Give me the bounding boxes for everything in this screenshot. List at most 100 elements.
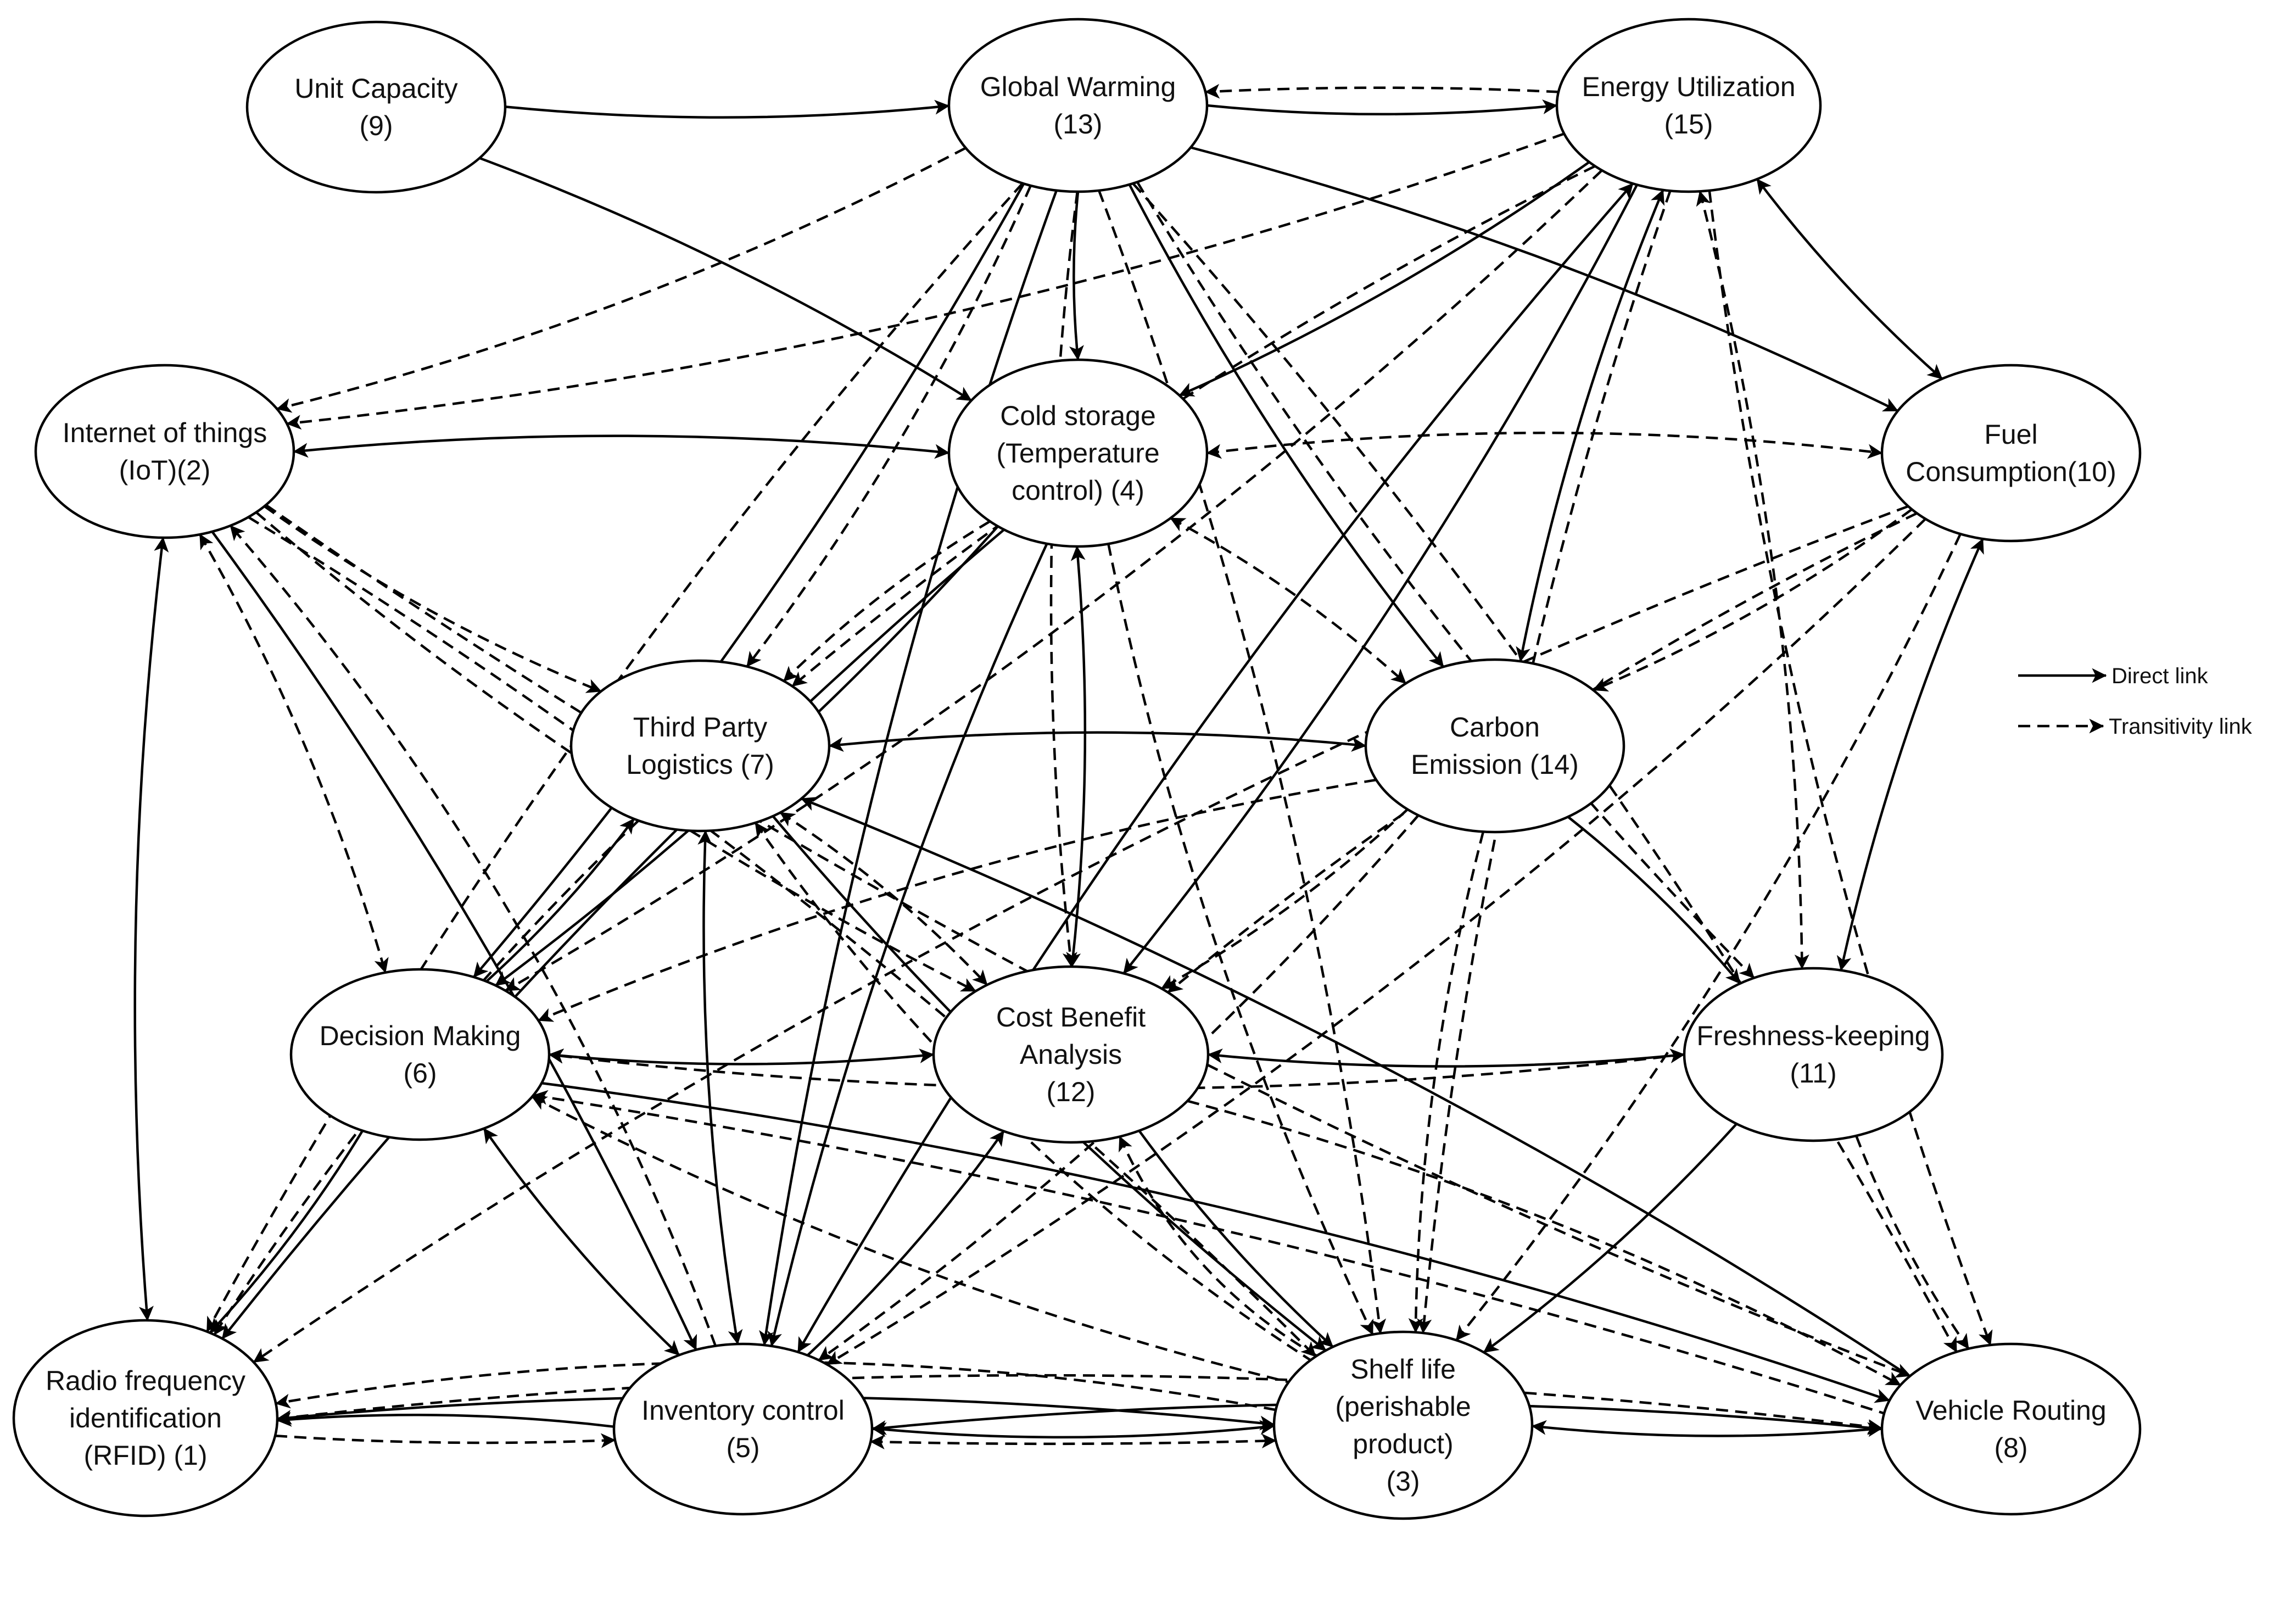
transitive-link-6-8 <box>532 1090 1885 1415</box>
edges-layer <box>133 83 1993 1450</box>
node-ellipse-6 <box>289 968 551 1141</box>
direct-link-7-6 <box>485 818 635 983</box>
legend-transitivity-label: Transitivity link <box>2109 715 2253 739</box>
transitive-link-5-3 <box>870 1433 1277 1450</box>
transitive-link-7-12 <box>779 811 988 986</box>
direct-link-4-1 <box>221 528 1005 1340</box>
direct-link-15-4 <box>1178 161 1590 397</box>
node-label-6-line-2: (6) <box>403 1058 437 1089</box>
node-label-1-line-1: Radio frequency <box>46 1365 245 1396</box>
node-label-3-line-2: (perishable <box>1335 1391 1471 1422</box>
transitive-link-4-10 <box>1206 431 1883 459</box>
direct-link-13-10 <box>1190 146 1899 412</box>
direct-link-13-15 <box>1206 99 1558 116</box>
node-ellipse-15 <box>1555 18 1822 193</box>
transitive-link-10-3 <box>1455 533 1962 1341</box>
transitive-link-14-6 <box>538 778 1377 1022</box>
direct-link-6-12 <box>548 1048 935 1065</box>
direct-link-12-3 <box>1138 1130 1334 1348</box>
node-label-1-line-3: (RFID) (1) <box>84 1440 208 1471</box>
direct-link-15-12 <box>1122 184 1638 974</box>
node-label-4-line-3: control) (4) <box>1012 475 1144 506</box>
transitive-link-10-1 <box>253 505 1909 1364</box>
node-11: Freshness-keeping(11) <box>1683 967 1944 1142</box>
transitive-link-15-6 <box>505 169 1603 992</box>
direct-link-12-5 <box>806 1130 1005 1357</box>
direct-link-12-11 <box>1207 1048 1685 1068</box>
transitive-link-2-6 <box>199 533 389 973</box>
node-13: Global Warming (13) <box>947 18 1209 193</box>
node-6: Decision Making(6) <box>289 968 551 1141</box>
transitive-link-6-3 <box>531 1095 1289 1383</box>
node-label-2-line-2: (IoT)(2) <box>119 455 211 486</box>
node-4: Cold storage (Temperature control) (4) <box>947 358 1209 548</box>
node-ellipse-11 <box>1683 967 1944 1142</box>
transitive-link-10-5 <box>826 518 1926 1366</box>
node-label-10-line-1: Fuel <box>1984 419 2037 450</box>
legend-direct-label: Direct link <box>2111 664 2209 688</box>
nodes-layer: Radio frequency identification (RFID) (1) I… <box>12 18 2142 1520</box>
transitive-link-14-12 <box>1160 808 1409 990</box>
direct-link-4-5 <box>767 543 1048 1347</box>
node-label-12-line-1: Cost Benefit <box>996 1002 1146 1033</box>
transitive-link-2-8 <box>265 504 1911 1378</box>
transitive-link-5-2 <box>229 525 717 1347</box>
node-5: Inventory control(5) <box>612 1342 874 1516</box>
node-label-8-line-2: (8) <box>1994 1432 2027 1463</box>
direct-link-4-12 <box>1066 545 1087 968</box>
direct-link-3-8 <box>1531 1420 1883 1437</box>
node-ellipse-9 <box>245 20 507 194</box>
direct-link-6-5 <box>483 1128 680 1356</box>
node-ellipse-1 <box>12 1319 279 1517</box>
node-label-1-line-2: identification <box>69 1403 222 1433</box>
transitive-link-14-3 <box>1408 831 1485 1334</box>
transitive-link-15-2 <box>286 132 1565 430</box>
node-label-7-line-2: Logistics (7) <box>626 749 774 780</box>
node-ellipse-14 <box>1364 658 1625 834</box>
direct-link-7-5 <box>697 830 743 1345</box>
node-label-7-line-1: Third Party <box>633 712 768 743</box>
direct-link-2-4 <box>293 434 950 459</box>
node-ellipse-7 <box>569 659 831 833</box>
direct-link-6-8 <box>541 1081 1890 1403</box>
node-ellipse-4 <box>947 358 1209 548</box>
node-label-9-line-1: Unit Capacity <box>294 73 457 104</box>
transitive-link-4-7 <box>783 520 991 682</box>
node-label-4-line-2: (Temperature <box>996 438 1159 468</box>
direct-link-11-3 <box>1483 1123 1738 1354</box>
transitive-link-12-8 <box>1187 1100 1901 1386</box>
direct-link-15-10 <box>1756 178 1943 380</box>
direct-link-15-14 <box>1516 189 1665 662</box>
direct-link-2-1 <box>133 537 169 1321</box>
node-label-8-line-1: Vehicle Routing <box>1915 1395 2106 1426</box>
direct-link-7-14 <box>828 731 1367 752</box>
transitive-link-15-8 <box>1708 190 1993 1346</box>
node-9: Unit Capacity (9) <box>245 20 507 194</box>
direct-link-6-1 <box>209 1130 364 1334</box>
direct-link-5-1 <box>276 1411 614 1428</box>
direct-link-14-11 <box>1567 816 1741 985</box>
node-label-13-line-2: (13) <box>1054 109 1103 140</box>
node-label-13-line-1: Global Warming <box>980 71 1176 102</box>
transitive-link-15-7 <box>791 165 1596 688</box>
node-ellipse-12 <box>932 965 1210 1144</box>
transitive-link-10-14 <box>1592 508 1913 691</box>
node-ellipse-13 <box>947 18 1209 193</box>
node-label-14-line-2: Emission (14) <box>1411 749 1579 780</box>
transitive-link-4-14 <box>1170 517 1407 684</box>
node-label-3-line-1: Shelf life <box>1350 1354 1456 1385</box>
node-15: Energy Utilization(15) <box>1555 18 1822 193</box>
node-ellipse-3 <box>1272 1330 1534 1520</box>
transitive-link-11-8 <box>1855 1135 1970 1349</box>
transitive-link-13-2 <box>276 147 967 413</box>
node-label-4-line-1: Cold storage <box>1000 400 1156 431</box>
node-label-9-line-2: (9) <box>359 110 393 141</box>
direct-link-9-4 <box>479 157 972 402</box>
node-label-12-line-2: Analysis <box>1020 1039 1122 1070</box>
transitive-link-15-13 <box>1204 83 1559 99</box>
